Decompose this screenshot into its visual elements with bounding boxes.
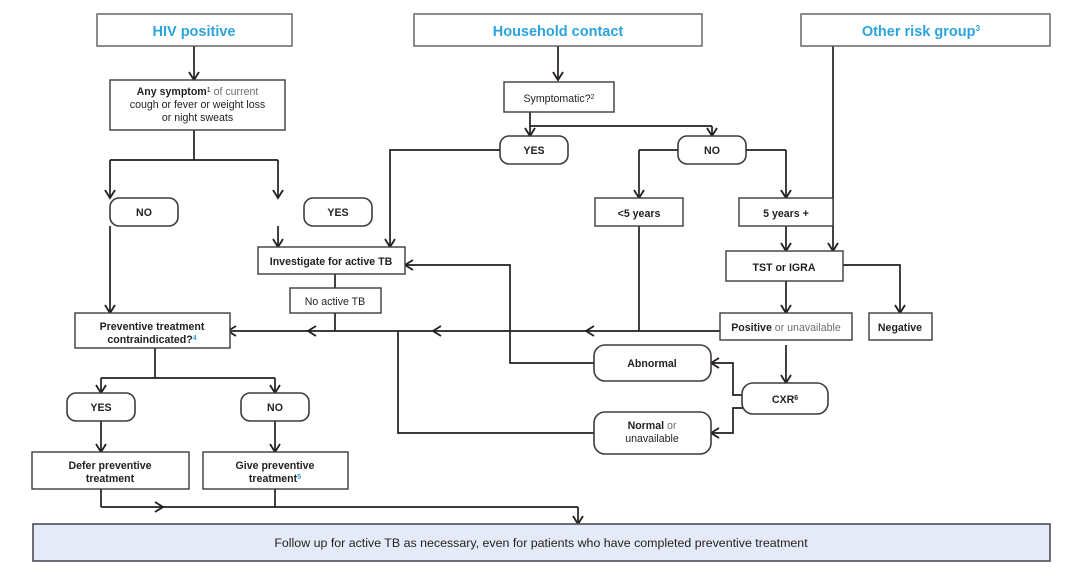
node-box-any-symptom[interactable] <box>109 79 286 131</box>
node-label-contraindicated-line1: Preventive treatment <box>100 321 205 333</box>
give-superscript: 5 <box>297 474 301 481</box>
node-label-symptomatic: Symptomatic?2 <box>523 93 594 105</box>
node-label-investigate-active-tb: Investigate for active TB <box>270 256 393 268</box>
node-box-positive-or-unavailable[interactable] <box>719 312 853 341</box>
node-label-normal-line2: unavailable <box>625 433 679 445</box>
any-symptom-bold: Any symptom <box>137 86 207 98</box>
node-box-contraindicated[interactable] <box>74 312 231 349</box>
node-box-symptomatic[interactable] <box>503 81 615 113</box>
node-pill-abnormal[interactable] <box>593 344 712 382</box>
node-label-contraindicated-line2: contraindicated?4 <box>107 334 196 346</box>
node-label-5-years-plus: 5 years + <box>763 208 809 220</box>
node-label-give-line1: Give preventive <box>236 460 315 472</box>
node-pill-contraindicated-yes[interactable] <box>66 392 136 422</box>
node-label-symptomatic-no: NO <box>704 145 720 157</box>
node-label-any-symptom-line3: or night sweats <box>162 112 233 124</box>
node-label-under-5-years: <5 years <box>618 208 661 220</box>
other-risk-group-text: Other risk group <box>862 24 976 40</box>
contraindicated-superscript: 4 <box>193 335 197 342</box>
banner-box-followup[interactable] <box>32 523 1051 562</box>
node-label-no-active-tb: No active TB <box>305 296 365 308</box>
node-label-contraindicated-no: NO <box>267 402 283 414</box>
connectors <box>95 46 906 526</box>
banner-label-followup: Follow up for active TB as necessary, ev… <box>274 536 808 550</box>
node-box-defer-preventive-treatment[interactable] <box>31 451 190 490</box>
any-symptom-superscript: 1 <box>207 87 211 94</box>
node-box-investigate-active-tb[interactable] <box>257 246 406 275</box>
header-box-other-risk-group[interactable] <box>800 13 1051 47</box>
node-label-negative: Negative <box>878 322 922 334</box>
header-box-household-contact[interactable] <box>413 13 703 47</box>
contraindicated-text: contraindicated? <box>107 334 192 346</box>
any-symptom-rest: of current <box>211 86 259 98</box>
header-label-household-contact: Household contact <box>493 24 624 40</box>
symptomatic-text: Symptomatic? <box>523 93 590 105</box>
node-label-any-symptom-line1: Any symptom1 of current <box>137 86 259 98</box>
node-pill-symptomatic-no[interactable] <box>677 135 747 165</box>
node-label-cxr: CXR6 <box>772 394 798 406</box>
positive-bold: Positive <box>731 322 772 334</box>
node-label-any-symptom-line2: cough or fever or weight loss <box>130 99 265 111</box>
node-box-tst-or-igra[interactable] <box>725 250 844 282</box>
node-pill-normal-or-unavailable[interactable] <box>593 411 712 455</box>
positive-rest: or unavailable <box>772 322 841 334</box>
node-label-defer-line2: treatment <box>86 473 135 485</box>
cxr-superscript: 6 <box>794 395 798 402</box>
header-label-other-risk-group: Other risk group3 <box>862 23 981 40</box>
node-label-defer-line1: Defer preventive <box>68 460 151 472</box>
node-label-positive-or-unavailable: Positive or unavailable <box>731 322 841 334</box>
node-pill-symptomatic-yes[interactable] <box>499 135 569 165</box>
node-pill-hiv-no[interactable] <box>109 197 179 227</box>
normal-rest: or <box>664 420 677 432</box>
normal-bold: Normal <box>628 420 665 432</box>
node-box-negative[interactable] <box>868 312 933 341</box>
give-text: treatment <box>249 473 298 485</box>
node-label-hiv-no: NO <box>136 207 152 219</box>
node-label-normal-line1: Normal or <box>628 420 677 432</box>
node-pill-hiv-yes[interactable] <box>303 197 373 227</box>
node-box-give-preventive-treatment[interactable] <box>202 451 349 490</box>
cxr-text: CXR <box>772 394 795 406</box>
node-label-contraindicated-yes: YES <box>90 402 111 414</box>
node-label-abnormal: Abnormal <box>627 358 676 370</box>
header-label-hiv-positive: HIV positive <box>153 24 236 40</box>
node-pill-contraindicated-no[interactable] <box>240 392 310 422</box>
node-box-no-active-tb[interactable] <box>289 287 382 314</box>
node-label-give-line2: treatment5 <box>249 473 301 485</box>
node-box-5-years-plus[interactable] <box>738 197 834 227</box>
node-label-symptomatic-yes: YES <box>523 145 544 157</box>
node-box-under-5-years[interactable] <box>594 197 684 227</box>
node-label-hiv-yes: YES <box>327 207 348 219</box>
header-box-hiv-positive[interactable] <box>96 13 293 47</box>
node-pill-cxr[interactable] <box>741 382 829 415</box>
node-label-tst-or-igra: TST or IGRA <box>753 262 816 274</box>
other-risk-group-superscript: 3 <box>975 23 980 33</box>
symptomatic-superscript: 2 <box>591 94 595 101</box>
